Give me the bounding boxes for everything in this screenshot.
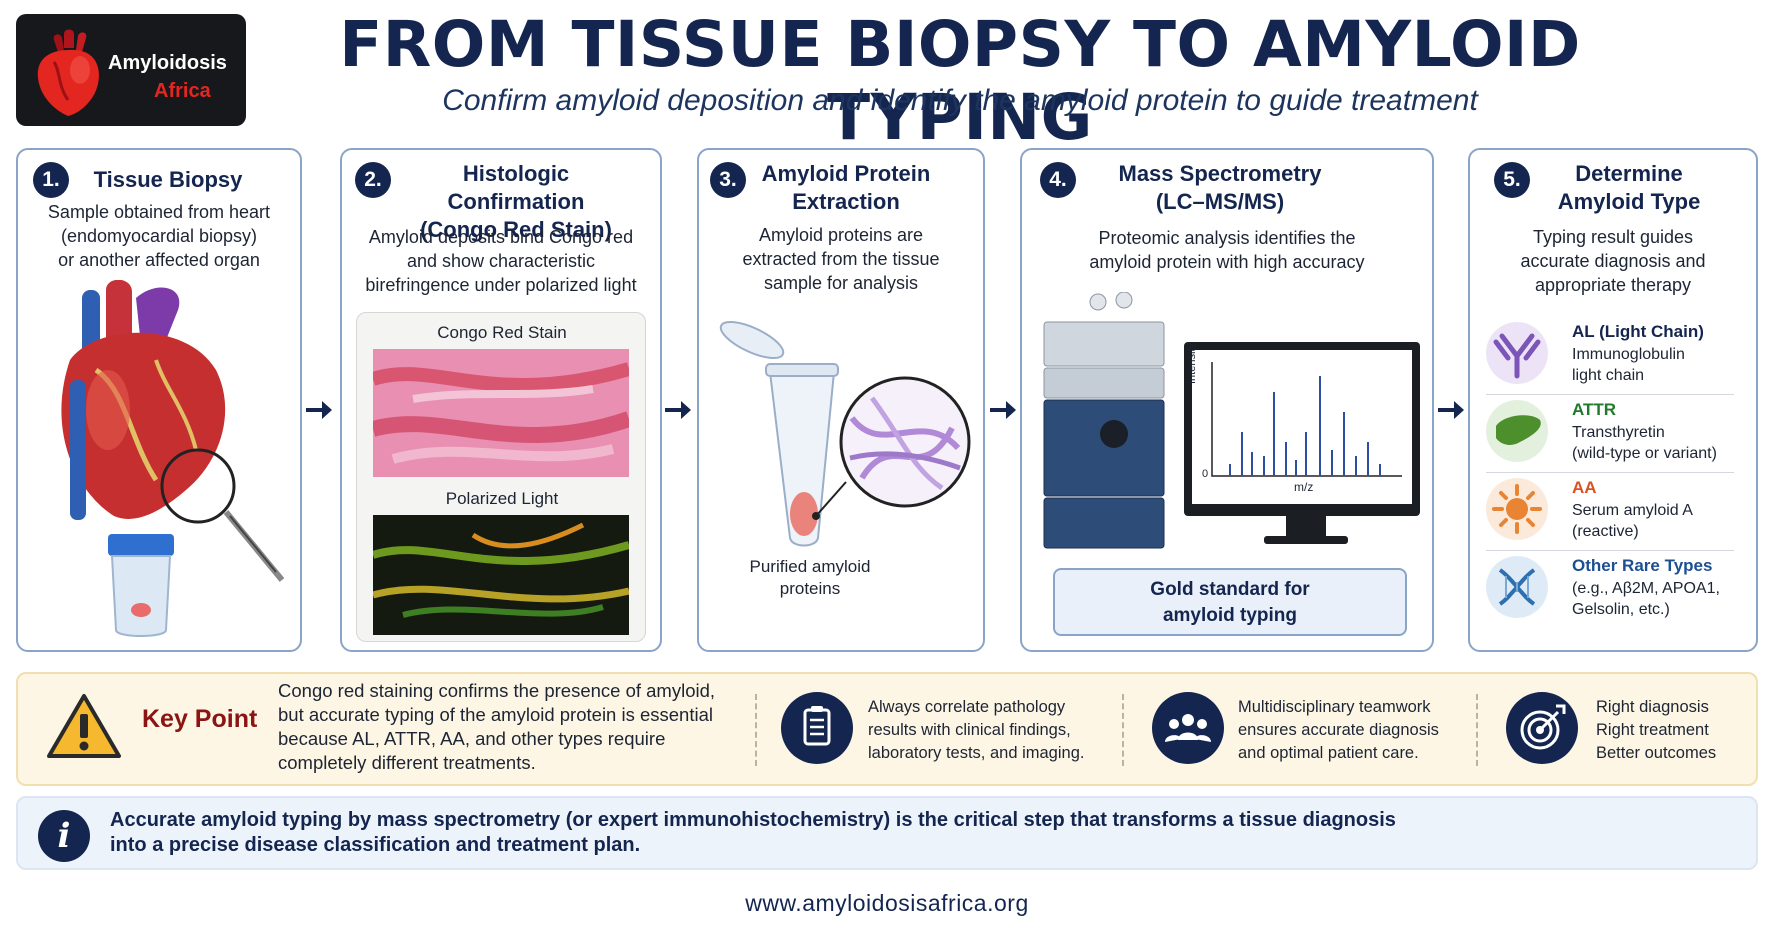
image-label: Congo Red Stain: [437, 323, 567, 342]
dna-icon: [1486, 556, 1548, 618]
step-title: Histologic Confirmation(Congo Red Stain): [420, 161, 612, 242]
divider: [1122, 694, 1124, 766]
type-item-aa: AA Serum amyloid A(reactive): [1486, 478, 1734, 542]
antibody-icon: [1486, 322, 1548, 384]
step-number: 3.: [710, 162, 746, 198]
tube-illustration: [719, 320, 971, 547]
divider: [1486, 394, 1734, 395]
info-text: Accurate amyloid typing by mass spectrom…: [110, 809, 1396, 856]
divider: [1476, 694, 1478, 766]
logo-sub: Africa: [154, 80, 211, 102]
type-item-other: Other Rare Types (e.g., Aβ2M, APOA1,Gels…: [1486, 556, 1734, 620]
team-icon: [1152, 692, 1224, 764]
key-point-text: Congo red staining confirms the presence…: [278, 680, 716, 773]
type-description: Serum amyloid A(reactive): [1572, 502, 1693, 540]
step-title: Mass Spectrometry(LC–MS/MS): [1118, 161, 1322, 214]
step-number: 5.: [1494, 162, 1530, 198]
arrow-right-icon: [990, 401, 1016, 419]
key-point-panel: [16, 672, 1758, 786]
mass-spectrometer-illustration: [1043, 292, 1420, 549]
divider: [1486, 550, 1734, 551]
type-name: Other Rare Types: [1572, 556, 1713, 575]
website-link[interactable]: www.amyloidosisafrica.org: [745, 890, 1029, 916]
step-number: 1.: [33, 162, 69, 198]
key-point-title: Key Point: [142, 705, 258, 733]
arrow-right-icon: [306, 401, 332, 419]
polarized-light-image: [373, 515, 629, 635]
stain-panel: Congo Red Stain Polarized Light: [356, 312, 646, 642]
chart-xlabel: m/z: [1294, 480, 1314, 494]
page-subtitle: Confirm amyloid deposition and identify …: [442, 84, 1478, 117]
arrow-right-icon: [665, 401, 691, 419]
clipboard-icon: [781, 692, 853, 764]
heart-logo-icon: [37, 29, 99, 117]
step-number: 2.: [355, 162, 391, 198]
step-title: Tissue Biopsy: [93, 167, 243, 192]
divider: [1486, 472, 1734, 473]
step-description: Sample obtained from heart(endomyocardia…: [47, 202, 271, 270]
chart-ylabel: Intensity: [1186, 343, 1198, 384]
warning-icon: [47, 694, 121, 758]
info-icon: i: [38, 810, 90, 862]
chart-origin: 0: [1202, 468, 1209, 480]
logo-name: Amyloidosis: [108, 52, 227, 74]
type-item-attr: ATTR Transthyretin(wild-type or variant): [1486, 400, 1734, 464]
type-name: AL (Light Chain): [1572, 322, 1704, 341]
divider: [755, 694, 757, 766]
type-description: Transthyretin(wild-type or variant): [1572, 424, 1717, 462]
inflammation-icon: [1486, 478, 1548, 540]
congo-red-image: [373, 349, 629, 477]
type-name: ATTR: [1572, 400, 1617, 419]
page-title: FROM TISSUE BIOPSY TO AMYLOID TYPING: [339, 8, 1581, 154]
info-panel: [16, 796, 1758, 870]
type-name: AA: [1572, 478, 1597, 497]
heart-illustration: [61, 280, 285, 637]
logo-badge: Amyloidosis Africa: [16, 14, 246, 126]
step-number: 4.: [1040, 162, 1076, 198]
arrow-right-icon: [1438, 401, 1464, 419]
liver-icon: [1486, 400, 1548, 462]
target-icon: [1506, 692, 1578, 764]
image-label: Polarized Light: [445, 489, 559, 508]
type-description: (e.g., Aβ2M, APOA1,Gelsolin, etc.): [1572, 580, 1720, 618]
